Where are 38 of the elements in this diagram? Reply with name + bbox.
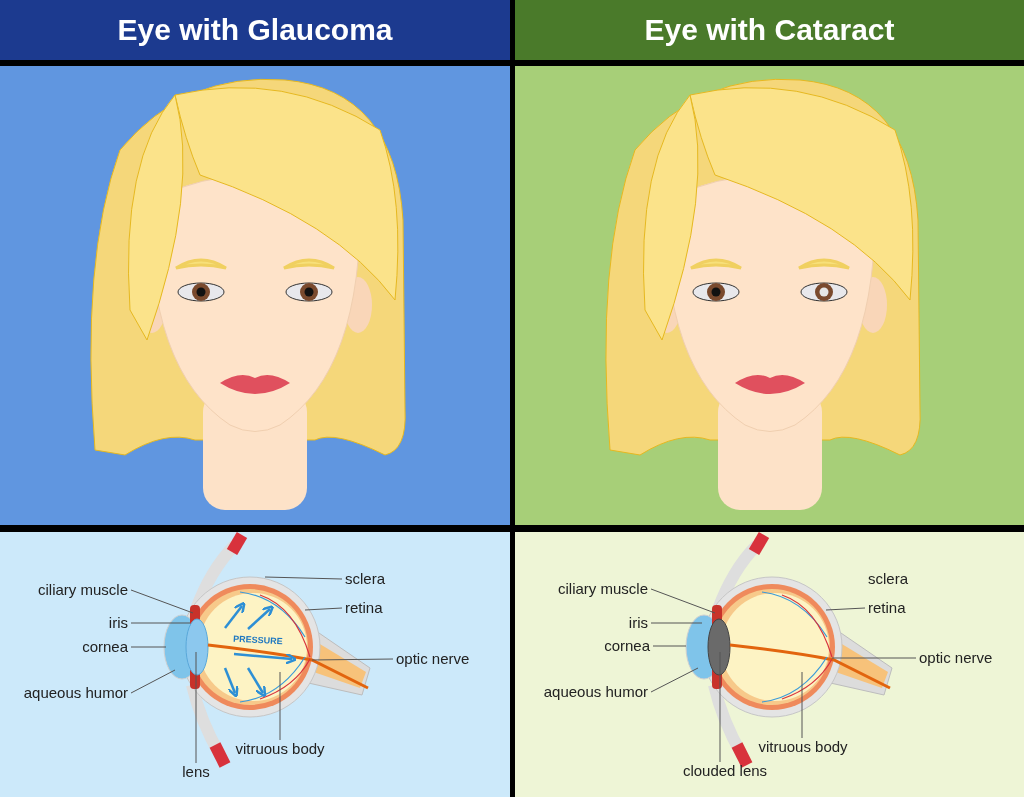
part-label: iris [628, 614, 648, 632]
part-label: cornea [82, 638, 128, 656]
leader-line [195, 651, 197, 764]
leader-line [130, 622, 191, 624]
part-label: retina [868, 599, 906, 617]
leader-line [279, 671, 281, 741]
leader-line [650, 588, 716, 614]
leader-line [311, 658, 394, 661]
leader-line [304, 607, 343, 611]
leader-line [825, 607, 866, 611]
part-label: vitruous body [758, 738, 848, 756]
part-label: sclera [868, 569, 908, 587]
title-banner: Eye with Cataract [515, 0, 1024, 60]
part-label: sclera [345, 570, 385, 588]
part-label: aqueous humor [543, 683, 648, 701]
leader-line [130, 646, 167, 648]
part-label: iris [108, 614, 128, 632]
pressure-label: PRESSURE [233, 633, 283, 647]
part-label: lens [182, 763, 210, 781]
leader-line [130, 589, 194, 614]
leader-line [831, 657, 917, 659]
leader-line [801, 671, 803, 739]
part-label: optic nerve [919, 649, 993, 667]
part-label: retina [345, 599, 383, 617]
leader-line [650, 667, 699, 693]
leader-line [130, 669, 176, 694]
part-label: cornea [604, 637, 650, 655]
part-label: clouded lens [682, 762, 768, 780]
leader-line [719, 651, 721, 763]
leader-line [652, 645, 687, 647]
part-label: vitruous body [235, 740, 325, 758]
part-label: ciliary muscle [558, 580, 648, 598]
part-label: optic nerve [396, 650, 470, 668]
part-label: ciliary muscle [38, 581, 128, 599]
title-banner: Eye with Glaucoma [0, 0, 510, 60]
leader-line [264, 576, 343, 580]
leader-line [650, 622, 703, 624]
part-label: aqueous humor [23, 684, 128, 702]
